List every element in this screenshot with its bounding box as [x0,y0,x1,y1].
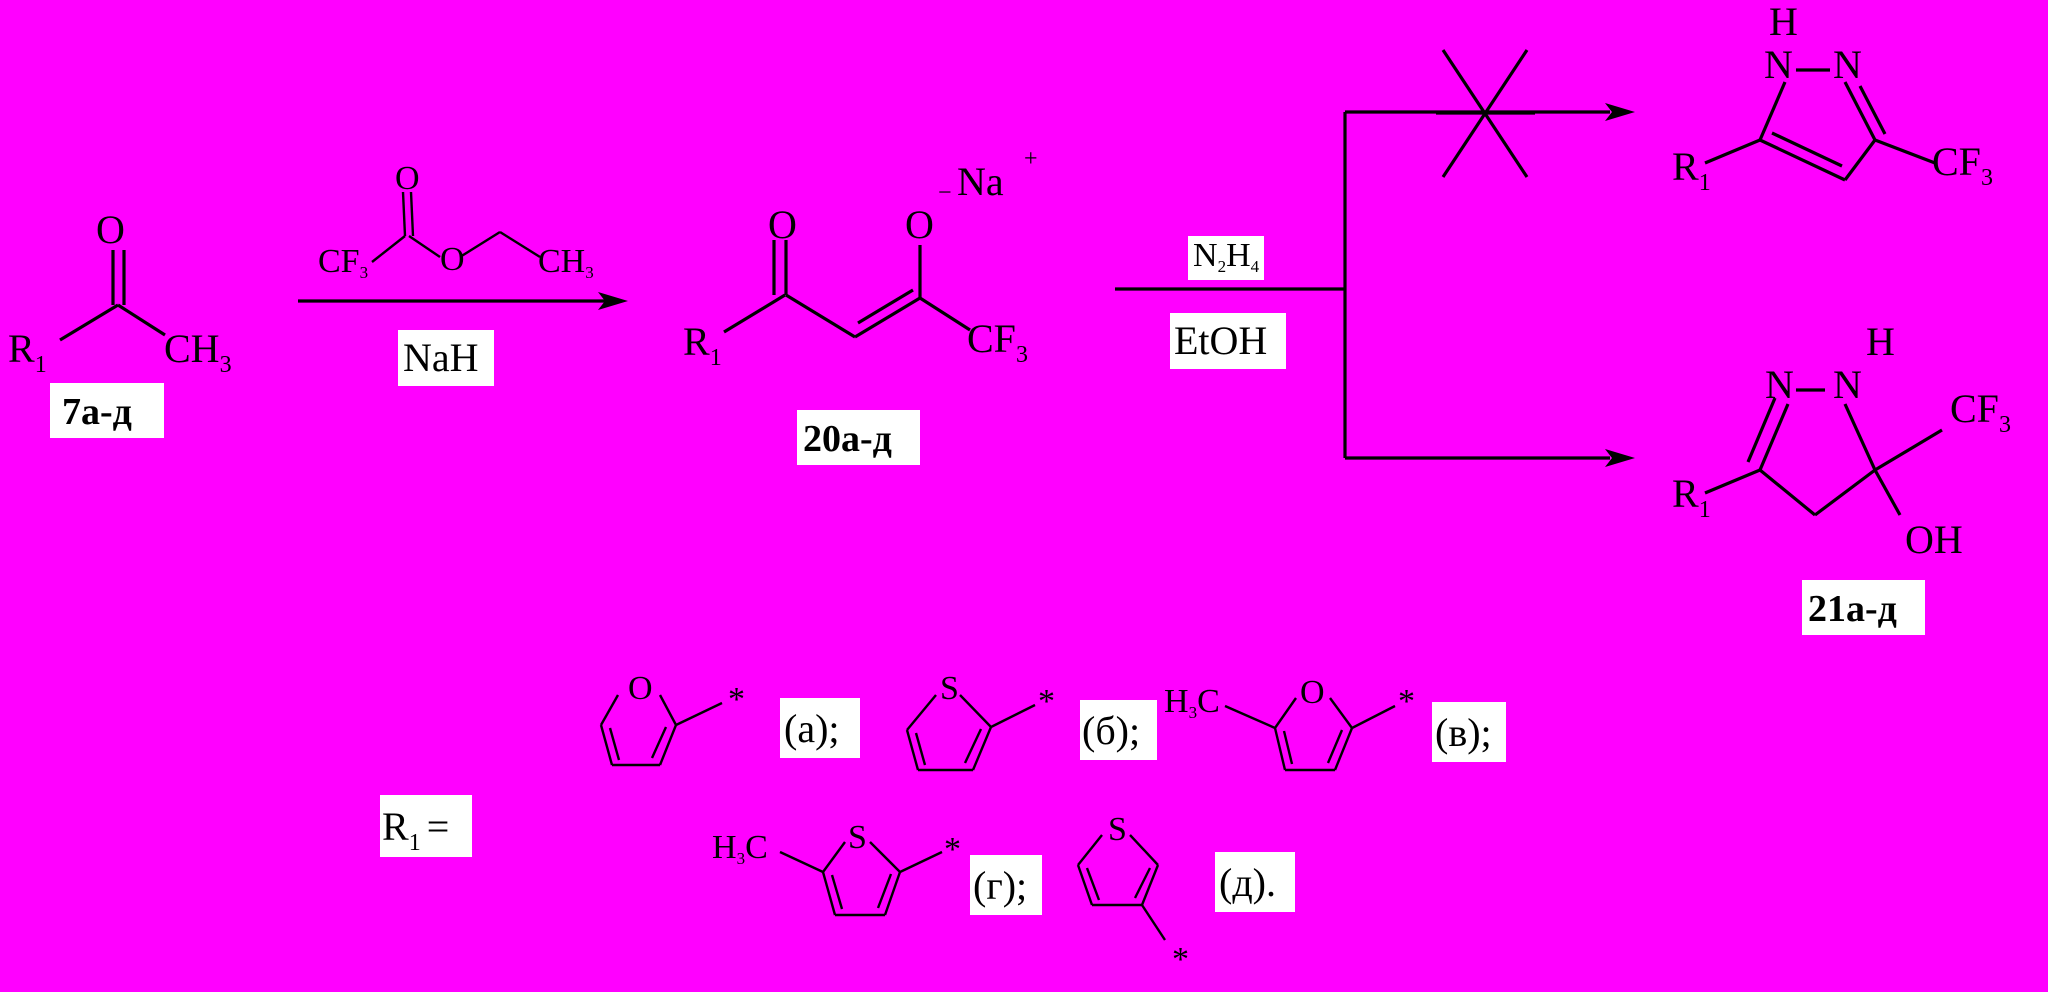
pyrazole-r1: R1 [1672,144,1711,196]
methylfuryl-c-oxygen: O [1300,674,1325,711]
pyrazoline-cf3: CF3 [1950,386,2011,438]
compound-20: O O − Na + R1 CF3 20а-д [683,146,1038,465]
methylfuryl-c-star: * [1398,683,1415,720]
substituent-c-methylfuryl: H3C O * (в); [1164,674,1506,772]
thienyl-e-star: * [1172,941,1189,978]
methylthienyl-d-sulfur: S [848,819,867,856]
substituent-d-methylthienyl: H3C S * (г); [712,819,1042,917]
carbonyl-oxygen: O [96,207,125,252]
methylthienyl-d-methyl: H3C [712,829,768,868]
substituent-d-tag: (г); [973,863,1027,908]
pyrazoline-r1: R1 [1672,471,1711,523]
substituent-b-tag: (б); [1082,708,1140,753]
thienyl-b-star: * [1038,683,1055,720]
ester-ch3: CH3 [538,243,594,282]
enolate-r1: R1 [683,319,722,371]
compound-7-label: 7а-д [62,391,132,433]
pyrazoline-nh-hydrogen: H [1866,319,1895,364]
reagent-base: NaH [403,335,479,380]
substituent-a-tag: (а); [784,706,840,751]
pyrazole-nh-hydrogen: H [1769,0,1798,44]
r1-definition: R1= [380,795,472,857]
substituent-c-tag: (в); [1435,710,1492,755]
pyrazoline-n1: N [1765,362,1794,407]
compound-21-label: 21а-д [1808,588,1897,630]
step1-reagents: O O CF3 CH3 NaH [298,160,628,386]
pyrazole-product: H N N R1 CF3 [1672,0,1993,196]
hydrazine-reagent: N2H4 [1193,237,1260,276]
pyrazoline-hydroxyl: OH [1905,517,1963,562]
compound-7: O R1 CH3 7а-д [8,207,232,438]
substituent-e-3-thienyl: S * (д). [1076,811,1295,978]
r1-symbol: R1= [382,804,449,856]
ester-carbonyl-oxygen: O [395,160,420,197]
substituent-b-thienyl: S * (б); [905,670,1157,772]
step1-arrow-head [598,292,628,310]
pyrazole-n1: N [1764,42,1793,87]
pyrazoline-n2: N [1833,362,1862,407]
pyrazole-n2: N [1833,42,1862,87]
ester-bridge-oxygen: O [440,241,465,278]
ester-cf3: CF3 [318,243,368,282]
blocked-arrow-head [1605,103,1635,121]
r1-group: R1 [8,326,47,378]
methyl-group: CH3 [164,326,232,378]
compound-20-label: 20а-д [803,418,892,460]
furyl-a-star: * [728,681,745,718]
step2-reagents: N2H4 EtOH [1115,49,1635,467]
enolate-minus: − [938,180,952,206]
sodium-plus: + [1024,146,1038,172]
methylfuryl-c-methyl: H3C [1164,683,1220,722]
pyrazole-cf3: CF3 [1932,139,1993,191]
thienyl-b-sulfur: S [940,670,959,707]
compound-21: H N N CF3 R1 OH 21а-д [1672,319,2011,635]
product-arrow-head [1605,449,1635,467]
solvent-label: EtOH [1174,318,1267,363]
enolate-ketone-oxygen: O [768,202,797,247]
thienyl-e-sulfur: S [1108,811,1127,848]
enolate-oxygen: O [905,202,934,247]
enolate-cf3: CF3 [967,316,1028,368]
substituent-a-furyl: O * (а); [599,670,860,767]
sodium-cation: Na [957,159,1004,204]
furyl-a-oxygen: O [628,670,653,707]
methylthienyl-d-star: * [944,831,961,868]
substituent-e-tag: (д). [1219,860,1276,905]
